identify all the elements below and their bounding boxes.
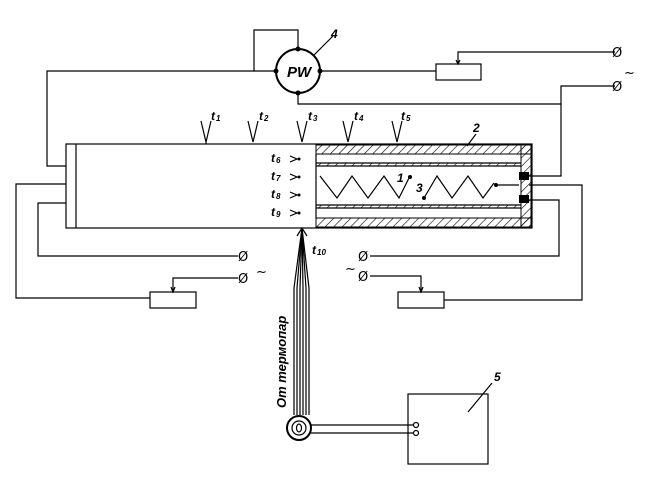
specimen-body [65,143,533,229]
svg-text:~: ~ [256,265,267,280]
svg-text:~: ~ [345,262,356,277]
wattmeter-label: PW [287,64,313,81]
svg-text:t: t [354,109,359,123]
svg-text:t: t [271,187,276,201]
svg-text:Ø: Ø [238,272,248,287]
wattmeter-wiring [46,29,615,177]
svg-text:t: t [271,169,276,183]
left-circuit-lower: Ø ~ [15,183,267,309]
svg-text:t: t [308,109,313,123]
left-circuit-upper: Ø [37,202,248,265]
svg-text:t: t [401,109,406,123]
svg-text:2: 2 [263,114,269,123]
terminal-top-1: Ø [612,46,622,61]
right-circuit-upper: Ø ~ [345,199,560,277]
svg-text:4: 4 [358,114,364,123]
heater-coil-1 [319,174,412,200]
label-1-group: 1 [397,171,404,185]
svg-text:10: 10 [317,248,326,257]
svg-text:t: t [259,109,264,123]
terminal-top-2: Ø ~ [612,66,635,95]
label-2-group: 2 [466,121,480,147]
svg-text:Ø: Ø [612,46,622,61]
thermocouple-switch [286,415,420,441]
svg-text:Ø: Ø [358,270,368,285]
svg-text:7: 7 [276,174,281,183]
heater-coil-3 [422,174,519,200]
svg-text:8: 8 [276,192,281,201]
svg-text:t: t [312,243,317,257]
right-circuit-lower: Ø [358,184,583,309]
svg-text:1: 1 [216,114,221,123]
svg-text:5: 5 [494,370,501,384]
svg-text:6: 6 [276,156,281,165]
recorder-5: 5 [407,370,501,465]
svg-text:t: t [211,109,216,123]
wattmeter-pw: PW 4 [273,27,338,96]
thermocouple-bundle [293,227,310,415]
svg-text:5: 5 [406,114,411,123]
svg-text:1: 1 [397,171,404,185]
svg-text:Ø: Ø [358,250,368,265]
svg-text:2: 2 [472,121,480,135]
thermocouple-caption: От термопар [274,316,289,408]
label-3-group: 3 [416,181,423,195]
svg-text:Ø: Ø [238,250,248,265]
svg-text:~: ~ [624,66,635,81]
svg-text:t: t [271,205,276,219]
svg-text:t: t [271,151,276,165]
svg-text:3: 3 [313,114,318,123]
svg-text:Ø: Ø [612,80,622,95]
label-4: 4 [330,27,338,41]
svg-text:3: 3 [416,181,423,195]
svg-text:9: 9 [276,210,281,219]
